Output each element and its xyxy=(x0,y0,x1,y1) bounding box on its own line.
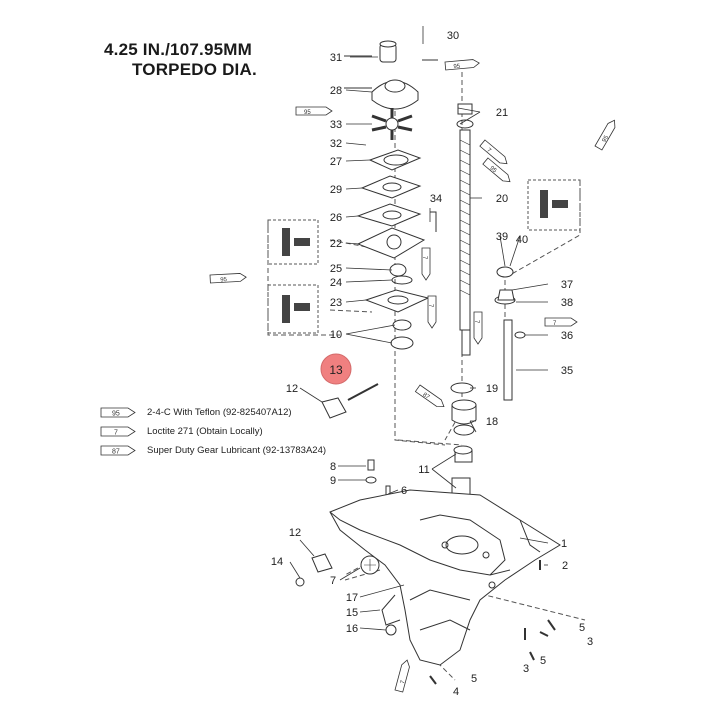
callout-29: 29 xyxy=(330,184,342,196)
svg-text:95: 95 xyxy=(112,410,120,417)
gearcase-housing xyxy=(329,489,561,666)
callout-6: 6 xyxy=(401,485,407,497)
callout-10: 10 xyxy=(330,329,342,341)
callout-17: 17 xyxy=(346,592,358,604)
page-title-line2: TORPEDO DIA. xyxy=(132,60,257,79)
legend-row-95: 95 2-4-C With Teflon (92-825407A12) xyxy=(100,405,292,419)
callout-21: 21 xyxy=(496,107,508,119)
gear-lube-tube-icon: 87 xyxy=(100,445,136,455)
tube-7-f: 7 xyxy=(394,659,410,693)
callout-5-right: 5 xyxy=(579,622,585,634)
drive-shaft xyxy=(456,103,474,356)
legend-row-7: 7 Loctite 271 (Obtain Locally) xyxy=(100,424,263,438)
callout-1: 1 xyxy=(561,538,567,550)
svg-text:13: 13 xyxy=(329,363,343,377)
callout-5-bottom: 5 xyxy=(471,673,477,685)
tube-87: 87 xyxy=(414,384,445,408)
callout-32: 32 xyxy=(330,138,342,150)
legend-row-87: 87 Super Duty Gear Lubricant (92-13783A2… xyxy=(100,443,326,457)
callout-11: 11 xyxy=(418,464,429,476)
highlighted-callout-13[interactable]: 13 xyxy=(320,353,352,385)
callout-23: 23 xyxy=(330,297,342,309)
callout-15: 15 xyxy=(346,607,358,619)
shift-shaft xyxy=(494,266,526,401)
callout-5-mid: 5 xyxy=(540,655,546,667)
callout-9: 9 xyxy=(330,475,336,487)
svg-text:95: 95 xyxy=(602,134,611,143)
legend-text-87: Super Duty Gear Lubricant (92-13783A24) xyxy=(147,444,327,456)
svg-text:95: 95 xyxy=(220,277,228,283)
callout-16: 16 xyxy=(346,623,358,635)
sealant-tubes: 95 95 7 95 95 7 7 95 7 87 7 xyxy=(209,59,616,693)
detail-box-left-upper xyxy=(267,219,319,265)
callout-36: 36 xyxy=(561,330,573,342)
callout-2: 2 xyxy=(562,560,568,572)
tube-95-b: 95 xyxy=(444,59,480,71)
callout-12-lower: 12 xyxy=(289,527,301,539)
callout-19: 19 xyxy=(486,383,498,395)
tube-95-e: 95 xyxy=(209,273,247,283)
callout-12-upper: 12 xyxy=(286,383,298,395)
callout-3-right: 3 xyxy=(587,636,593,648)
tube-95-a: 95 xyxy=(295,106,333,116)
tube-7-b: 7 xyxy=(421,247,431,281)
tube-7-a: 7 xyxy=(479,139,508,165)
callout-33: 33 xyxy=(330,119,342,131)
callout-37: 37 xyxy=(561,279,573,291)
svg-text:7: 7 xyxy=(427,304,433,308)
tube-7-d: 7 xyxy=(473,311,483,345)
callout-30: 30 xyxy=(447,30,459,42)
diagram-linework xyxy=(267,40,586,685)
callout-40: 40 xyxy=(516,234,528,246)
callout-34: 34 xyxy=(430,193,442,205)
callout-25: 25 xyxy=(330,263,342,275)
water-pump-stack xyxy=(344,40,438,350)
legend-text-95: 2-4-C With Teflon (92-825407A12) xyxy=(147,406,292,418)
impeller xyxy=(371,108,413,140)
tube-7-e: 7 xyxy=(544,317,578,327)
svg-text:95: 95 xyxy=(453,64,461,71)
svg-text:95: 95 xyxy=(488,165,497,174)
svg-text:7: 7 xyxy=(421,256,427,260)
callout-7: 7 xyxy=(330,575,336,587)
callout-14: 14 xyxy=(271,556,283,568)
anode-blocks xyxy=(295,383,380,587)
callout-4: 4 xyxy=(453,686,459,698)
detail-boxes xyxy=(267,179,581,334)
callout-26: 26 xyxy=(330,212,342,224)
tube-95-d: 95 xyxy=(594,119,616,151)
leader-lines xyxy=(289,26,549,631)
callout-38: 38 xyxy=(561,297,573,309)
svg-text:7: 7 xyxy=(473,320,479,324)
svg-text:95: 95 xyxy=(304,110,311,116)
svg-text:7: 7 xyxy=(553,321,557,327)
detail-box-content xyxy=(282,190,568,323)
tube-95-c: 95 xyxy=(482,157,511,183)
callout-35: 35 xyxy=(561,365,573,377)
loctite-tube-icon: 7 xyxy=(100,426,136,436)
svg-text:87: 87 xyxy=(421,392,430,401)
callout-39: 39 xyxy=(496,231,508,243)
detail-box-right xyxy=(527,179,581,231)
svg-text:7: 7 xyxy=(400,679,407,684)
callout-27: 27 xyxy=(330,156,342,168)
svg-text:87: 87 xyxy=(112,448,120,455)
tube-7-c: 7 xyxy=(427,295,437,329)
callout-8: 8 xyxy=(330,461,336,473)
grease-tube-icon: 95 xyxy=(100,407,136,417)
callout-3-mid: 3 xyxy=(523,663,529,675)
callout-24: 24 xyxy=(330,277,342,289)
svg-text:7: 7 xyxy=(114,429,118,436)
callout-31: 31 xyxy=(330,52,342,64)
svg-text:7: 7 xyxy=(485,147,492,154)
legend-text-7: Loctite 271 (Obtain Locally) xyxy=(147,425,263,437)
callout-20: 20 xyxy=(496,193,508,205)
callout-18: 18 xyxy=(486,416,498,428)
callout-numbers: 30 31 28 21 33 32 27 29 20 34 26 22 39 4… xyxy=(271,30,593,698)
callout-22: 22 xyxy=(330,238,342,250)
detail-box-left-lower xyxy=(267,284,319,334)
callout-28: 28 xyxy=(330,85,342,97)
page-title-line1: 4.25 IN./107.95MM xyxy=(104,40,252,59)
